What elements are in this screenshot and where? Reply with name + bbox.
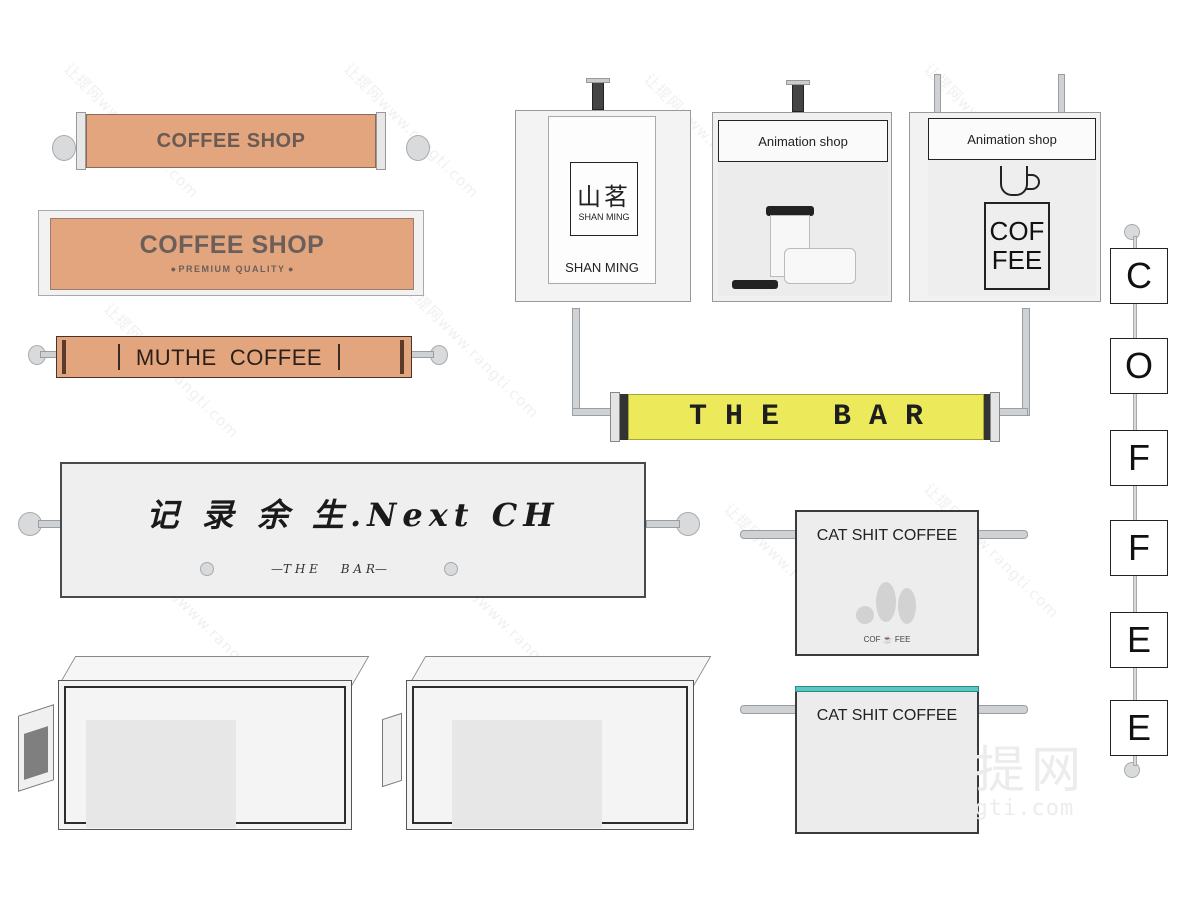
fee-text: FEE <box>991 245 1043 275</box>
coffee-shop-small-text: COFFEE SHOP <box>156 129 306 152</box>
vertical-letter: O <box>1124 345 1153 386</box>
animation-shop-text-1: Animation shop <box>758 133 848 149</box>
cof-fee-small-text: COF ☕ FEE <box>863 634 911 644</box>
coffee-bean-icon: ● <box>285 264 294 274</box>
jilu-yusheng-text: 记 录 余 生.Next CH <box>146 496 560 534</box>
coffee-shop-large-text: COFFEE SHOP <box>139 230 325 259</box>
rangti-url-text: rangti.com <box>931 796 1075 821</box>
muthe-coffee-text: MUTHE COFFEE <box>135 345 323 370</box>
cat-shit-coffee-text-1: CAT SHIT COFFEE <box>816 527 958 544</box>
vertical-letter: C <box>1126 255 1152 296</box>
shan-ming-label: SHAN MING <box>565 259 639 275</box>
rangti-logo-text: 让提网 <box>919 741 1087 799</box>
animation-shop-text-2: Animation shop <box>967 131 1057 147</box>
shan-ming-chinese-text: 山茗 <box>577 183 631 211</box>
vertical-letter: F <box>1128 437 1150 478</box>
the-bar-text: T H E B A R <box>688 400 924 434</box>
coffee-bean-icon: ● <box>170 264 179 274</box>
vertical-letter: E <box>1126 619 1151 660</box>
shan-ming-small-text: SHAN MING <box>578 211 630 222</box>
the-bar-small-text: —T H E B A R— <box>271 562 387 576</box>
cat-shit-coffee-text-2: CAT SHIT COFFEE <box>816 707 958 724</box>
vertical-letter: E <box>1126 707 1151 748</box>
vertical-letter: F <box>1128 527 1150 568</box>
cof-text: COF <box>989 216 1045 247</box>
premium-quality-text: PREMIUM QUALITY <box>178 264 286 274</box>
